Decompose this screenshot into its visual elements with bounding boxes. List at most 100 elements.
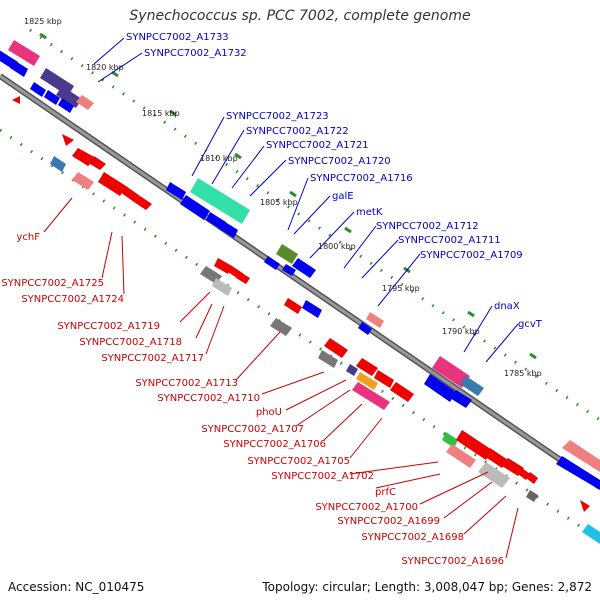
gene-label: SYNPCC7002_A1716 (310, 173, 413, 184)
kbp-label: 1800 kbp (318, 242, 356, 251)
gene-feature (276, 244, 298, 264)
gene-feature (358, 322, 372, 335)
topology-summary: Topology: circular; Length: 3,008,047 bp… (262, 580, 592, 594)
gene-feature (292, 258, 316, 278)
gene-label: prfC (375, 487, 396, 498)
gene-label: SYNPCC7002_A1725 (1, 278, 104, 289)
gene-feature (356, 358, 378, 376)
gene-feature (582, 524, 600, 544)
gene-feature (484, 448, 508, 468)
gene-label: SYNPCC7002_A1718 (79, 337, 182, 348)
gene-label: SYNPCC7002_A1717 (101, 353, 204, 364)
kbp-label: 1820 kbp (86, 63, 124, 72)
kbp-label: 1785 kbp (504, 369, 542, 378)
gene-label: SYNPCC7002_A1710 (157, 393, 260, 404)
gene-feature (58, 98, 74, 113)
forward-leaders (93, 37, 519, 363)
gene-feature (72, 148, 96, 166)
tick-tracks (0, 28, 600, 542)
gene-feature (374, 370, 394, 388)
gene-feature (390, 382, 414, 402)
scale-labels: 1825 kbp 1820 kbp 1815 kbp 1810 kbp 1805… (24, 17, 542, 378)
gene-feature (30, 82, 46, 97)
kbp-label: 1825 kbp (24, 17, 62, 26)
reverse-leaders (43, 197, 519, 559)
gene-feature (556, 456, 600, 490)
accession-text: Accession: NC_010475 (8, 580, 145, 594)
gene-label: SYNPCC7002_A1724 (21, 294, 124, 305)
gene-feature (8, 40, 40, 66)
gene-feature (446, 444, 476, 468)
gene-label: SYNPCC7002_A1706 (223, 439, 326, 450)
gene-feature (90, 156, 106, 170)
gene-feature (120, 186, 140, 202)
gene-label: SYNPCC7002_A1707 (201, 424, 304, 435)
gene-feature (214, 258, 232, 274)
map-title: Synechococcus sp. PCC 7002, complete gen… (129, 8, 471, 24)
gene-feature (56, 86, 82, 108)
backbone (0, 73, 600, 490)
gene-feature (218, 220, 238, 238)
gene-feature (366, 312, 384, 328)
kbp-label: 1810 kbp (200, 154, 238, 163)
gene-label: SYNPCC7002_A1733 (126, 32, 229, 43)
reverse-labels: ychF SYNPCC7002_A1725 SYNPCC7002_A1724 S… (1, 232, 504, 567)
gene-feature (302, 300, 322, 318)
gene-label: SYNPCC7002_A1732 (144, 48, 247, 59)
gene-label: SYNPCC7002_A1700 (315, 502, 418, 513)
gene-feature (460, 376, 484, 396)
gene-label: galE (332, 191, 354, 202)
gene-feature (44, 90, 60, 105)
gene-feature (134, 196, 152, 210)
reverse-features (12, 96, 600, 544)
gene-label: SYNPCC7002_A1722 (246, 126, 349, 137)
gene-feature (580, 500, 590, 512)
gene-label: SYNPCC7002_A1720 (288, 156, 391, 167)
gene-label: SYNPCC7002_A1696 (401, 556, 504, 567)
kbp-label: 1805 kbp (260, 198, 298, 207)
gene-label: SYNPCC7002_A1721 (266, 140, 369, 151)
gene-label: phoU (256, 407, 282, 418)
gene-label: metK (356, 207, 383, 218)
gene-feature (526, 490, 538, 502)
forward-labels: SYNPCC7002_A1733 SYNPCC7002_A1732 SYNPCC… (126, 32, 543, 330)
gene-label: SYNPCC7002_A1712 (376, 221, 479, 232)
kbp-label: 1795 kbp (382, 284, 420, 293)
gene-label: SYNPCC7002_A1698 (361, 532, 464, 543)
gene-feature (270, 318, 292, 336)
gene-feature (236, 272, 250, 284)
gene-feature (442, 432, 458, 448)
gene-feature (190, 178, 250, 224)
gene-feature (180, 195, 210, 220)
gene-feature (282, 264, 296, 276)
gene-feature (212, 278, 232, 296)
gene-label: SYNPCC7002_A1702 (271, 471, 374, 482)
gene-label: SYNPCC7002_A1723 (226, 111, 329, 122)
gene-feature (432, 356, 470, 388)
gene-label: SYNPCC7002_A1713 (135, 378, 238, 389)
kbp-label: 1790 kbp (442, 327, 480, 336)
gene-feature (166, 182, 186, 200)
gene-label: SYNPCC7002_A1719 (57, 321, 160, 332)
gene-feature (356, 372, 378, 390)
gene-label: dnaX (494, 301, 520, 312)
gene-feature (98, 172, 126, 196)
gene-feature (346, 364, 358, 376)
gene-feature (284, 298, 302, 314)
gene-feature (502, 458, 524, 476)
gene-feature (318, 350, 338, 368)
gene-label: gcvT (518, 319, 543, 330)
gene-feature (478, 462, 510, 488)
gene-feature (352, 382, 390, 410)
gene-feature (424, 374, 456, 402)
gene-feature (264, 256, 280, 270)
gene-feature (50, 156, 66, 172)
gene-label: ychF (16, 232, 40, 243)
gene-feature (526, 472, 538, 484)
gene-feature (76, 95, 94, 110)
gene-label: SYNPCC7002_A1711 (398, 235, 501, 246)
forward-features (0, 40, 600, 490)
gene-feature (456, 430, 492, 460)
gene-feature (62, 134, 74, 146)
gene-label: SYNPCC7002_A1709 (420, 250, 523, 261)
